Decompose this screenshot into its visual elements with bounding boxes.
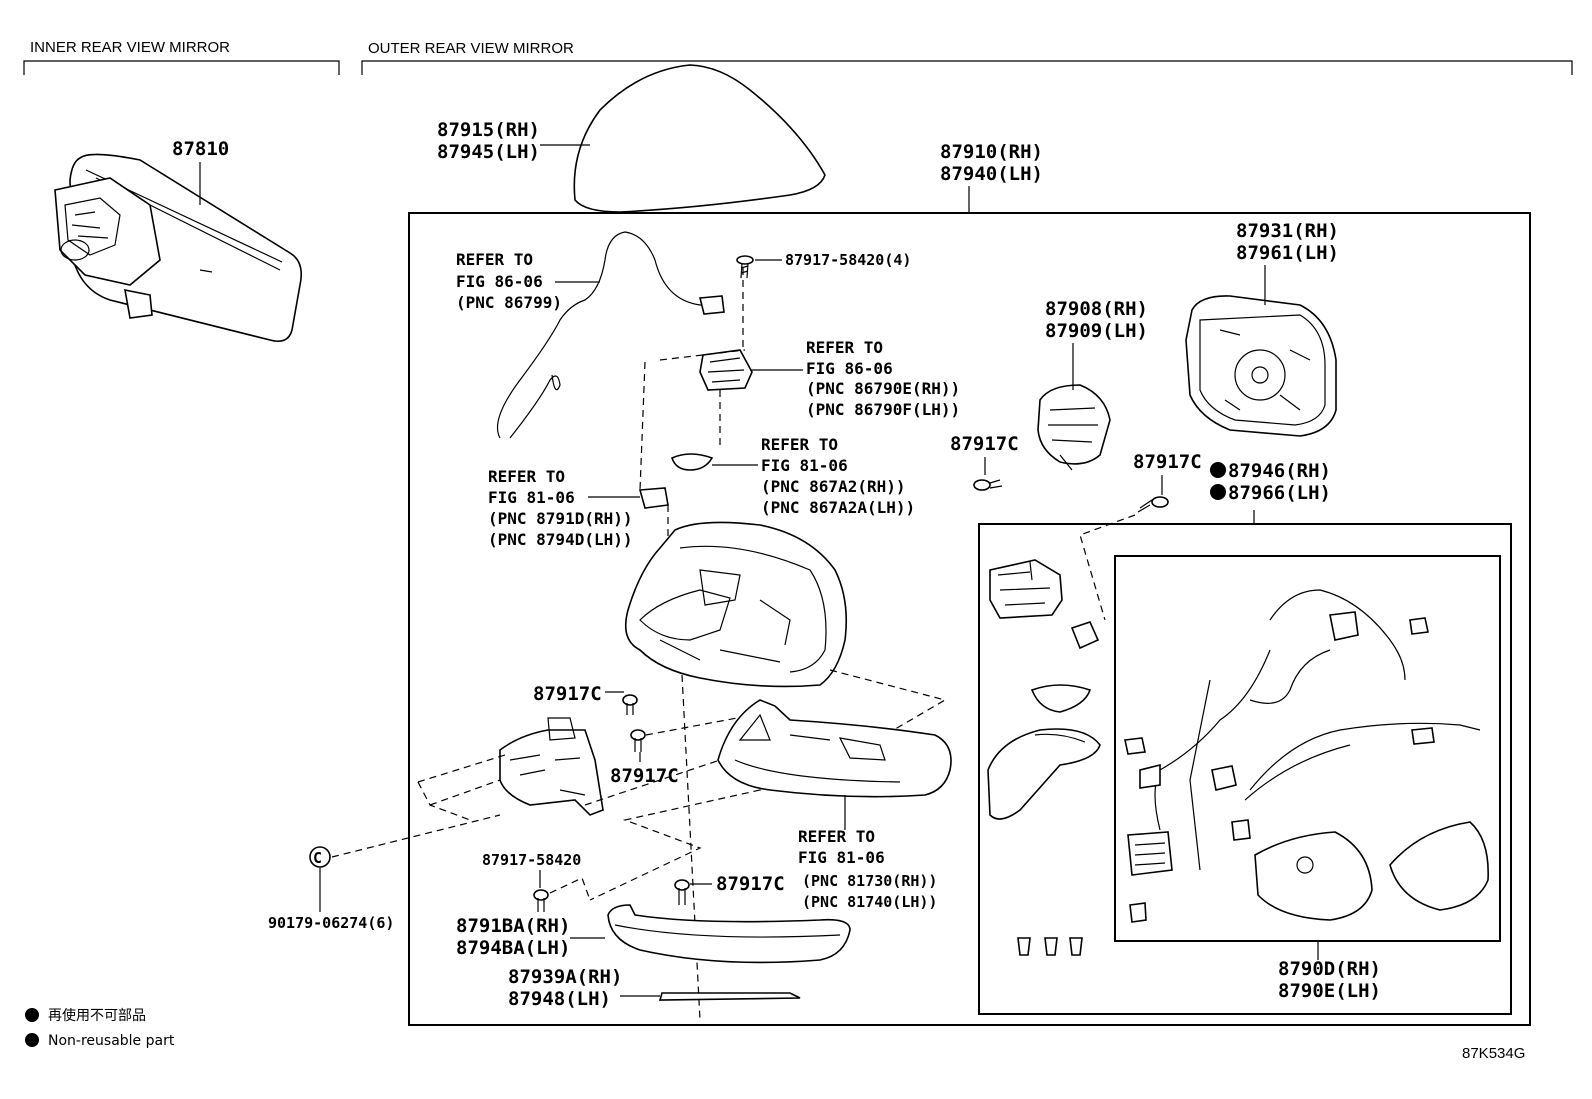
label-87917C-a: 87917C <box>533 683 602 705</box>
dash-screw-lower <box>549 877 591 901</box>
screw-icon <box>630 729 646 752</box>
screw-icon <box>736 255 754 279</box>
side-turn-lamp[interactable] <box>717 699 952 798</box>
kit-harness[interactable] <box>1124 589 1489 923</box>
ref1-line3: (PNC 86799) <box>456 293 562 312</box>
non-reusable-dot-icon <box>1210 484 1226 500</box>
clip-8791d[interactable] <box>638 487 669 509</box>
dash-washer <box>331 814 501 858</box>
washer-clip-icon[interactable]: C <box>309 846 331 868</box>
label-87915: 87915(RH) <box>437 119 540 141</box>
label-8790E: 8790E(LH) <box>1278 980 1381 1002</box>
ref1-line1: REFER TO <box>456 250 533 269</box>
label-87917-58420-4: 87917-58420(4) <box>785 251 911 269</box>
non-reusable-dot-icon <box>1210 462 1226 478</box>
label-87946: 87946(RH) <box>1228 460 1331 482</box>
label-8790D: 8790D(RH) <box>1278 958 1381 980</box>
kit-small-clip[interactable] <box>1070 621 1100 650</box>
ref5-line3: (PNC 81730(RH)) <box>802 872 937 890</box>
motor-bracket[interactable] <box>499 717 604 816</box>
label-87910: 87910(RH) <box>940 141 1043 163</box>
label-87917C-b: 87917C <box>610 765 679 787</box>
section-inner-bracket <box>23 60 340 75</box>
connector-motor[interactable] <box>699 349 753 391</box>
kit-cover-bracket[interactable] <box>987 684 1101 820</box>
section-inner-title: INNER REAR VIEW MIRROR <box>30 39 230 56</box>
legend-en: Non-reusable part <box>48 1033 175 1049</box>
screw-icon <box>533 889 549 912</box>
ref4-line4: (PNC 8794D(LH)) <box>488 530 633 549</box>
wire-harness[interactable] <box>496 231 725 439</box>
ref2-line2: FIG 86-06 <box>806 359 893 378</box>
label-87917C-c: 87917C <box>716 873 785 895</box>
ref3-line1: REFER TO <box>761 435 838 454</box>
ref2-line1: REFER TO <box>806 338 883 357</box>
non-reusable-dot-icon <box>25 1008 39 1022</box>
outer-mirror-assembly-box <box>408 212 1531 1026</box>
dash-motor-bracket <box>417 754 506 821</box>
kit-screws <box>1017 937 1083 956</box>
mirror-actuator-87908[interactable] <box>1037 384 1111 471</box>
section-outer-bracket <box>361 60 1573 75</box>
screw-icon <box>674 879 690 905</box>
ref4-line2: FIG 81-06 <box>488 488 575 507</box>
ref3-line2: FIG 81-06 <box>761 456 848 475</box>
label-87917C-d: 87917C <box>950 433 1019 455</box>
ref3-line3: (PNC 867A2(RH)) <box>761 477 906 496</box>
dash-lamp <box>829 669 947 736</box>
inner-mirror-87810[interactable] <box>54 153 303 343</box>
ref1-line2: FIG 86-06 <box>456 272 543 291</box>
label-87940: 87940(LH) <box>940 163 1043 185</box>
ref3-line4: (PNC 867A2A(LH)) <box>761 498 915 517</box>
diagram-code: 87K534G <box>1462 1045 1525 1062</box>
ref2-line3: (PNC 86790E(RH)) <box>806 379 960 398</box>
lower-cover-8791BA[interactable] <box>607 904 851 964</box>
screw-icon <box>622 694 638 715</box>
mirror-visor-frame[interactable] <box>624 521 848 688</box>
mirror-glass-87931[interactable] <box>1185 295 1337 437</box>
ref5-line4: (PNC 81740(LH)) <box>802 893 937 911</box>
dash-connector <box>719 268 744 445</box>
ref4-line1: REFER TO <box>488 467 565 486</box>
label-87931: 87931(RH) <box>1236 220 1339 242</box>
dash-kit-screw <box>1079 514 1136 621</box>
screw-icon <box>1137 496 1169 513</box>
ref5-line2: FIG 81-06 <box>798 848 885 867</box>
section-outer-title: OUTER REAR VIEW MIRROR <box>368 40 574 57</box>
harness-kit-box <box>1114 555 1501 942</box>
non-reusable-dot-icon <box>25 1033 39 1047</box>
bracket-867a2[interactable] <box>671 453 714 471</box>
label-87945: 87945(LH) <box>437 141 540 163</box>
label-87948: 87948(LH) <box>508 988 611 1010</box>
dash-clip <box>639 349 746 560</box>
legend-jp: 再使用不可部品 <box>48 1007 146 1024</box>
mirror-cover-87915[interactable] <box>573 64 826 213</box>
dash-center <box>681 674 701 1021</box>
label-90179: 90179-06274(6) <box>268 914 394 932</box>
label-87917-58420: 87917-58420 <box>482 851 581 869</box>
screw-icon <box>973 479 1003 491</box>
ref2-line4: (PNC 86790F(LH)) <box>806 400 960 419</box>
label-87917C-e: 87917C <box>1133 451 1202 473</box>
label-87908: 87908(RH) <box>1045 298 1148 320</box>
kit-actuator-unit[interactable] <box>989 559 1063 619</box>
label-87810: 87810 <box>172 138 229 160</box>
label-8794BA: 8794BA(LH) <box>456 937 570 959</box>
label-87961: 87961(LH) <box>1236 242 1339 264</box>
washer-symbol: C <box>313 849 322 867</box>
repair-kit-box <box>978 523 1512 1015</box>
ref5-line1: REFER TO <box>798 827 875 846</box>
label-87939A: 87939A(RH) <box>508 966 622 988</box>
lower-seal-87939A[interactable] <box>658 992 801 1001</box>
ref4-line3: (PNC 8791D(RH)) <box>488 509 633 528</box>
label-8791BA: 8791BA(RH) <box>456 915 570 937</box>
label-87909: 87909(LH) <box>1045 320 1148 342</box>
label-87966: 87966(LH) <box>1228 482 1331 504</box>
